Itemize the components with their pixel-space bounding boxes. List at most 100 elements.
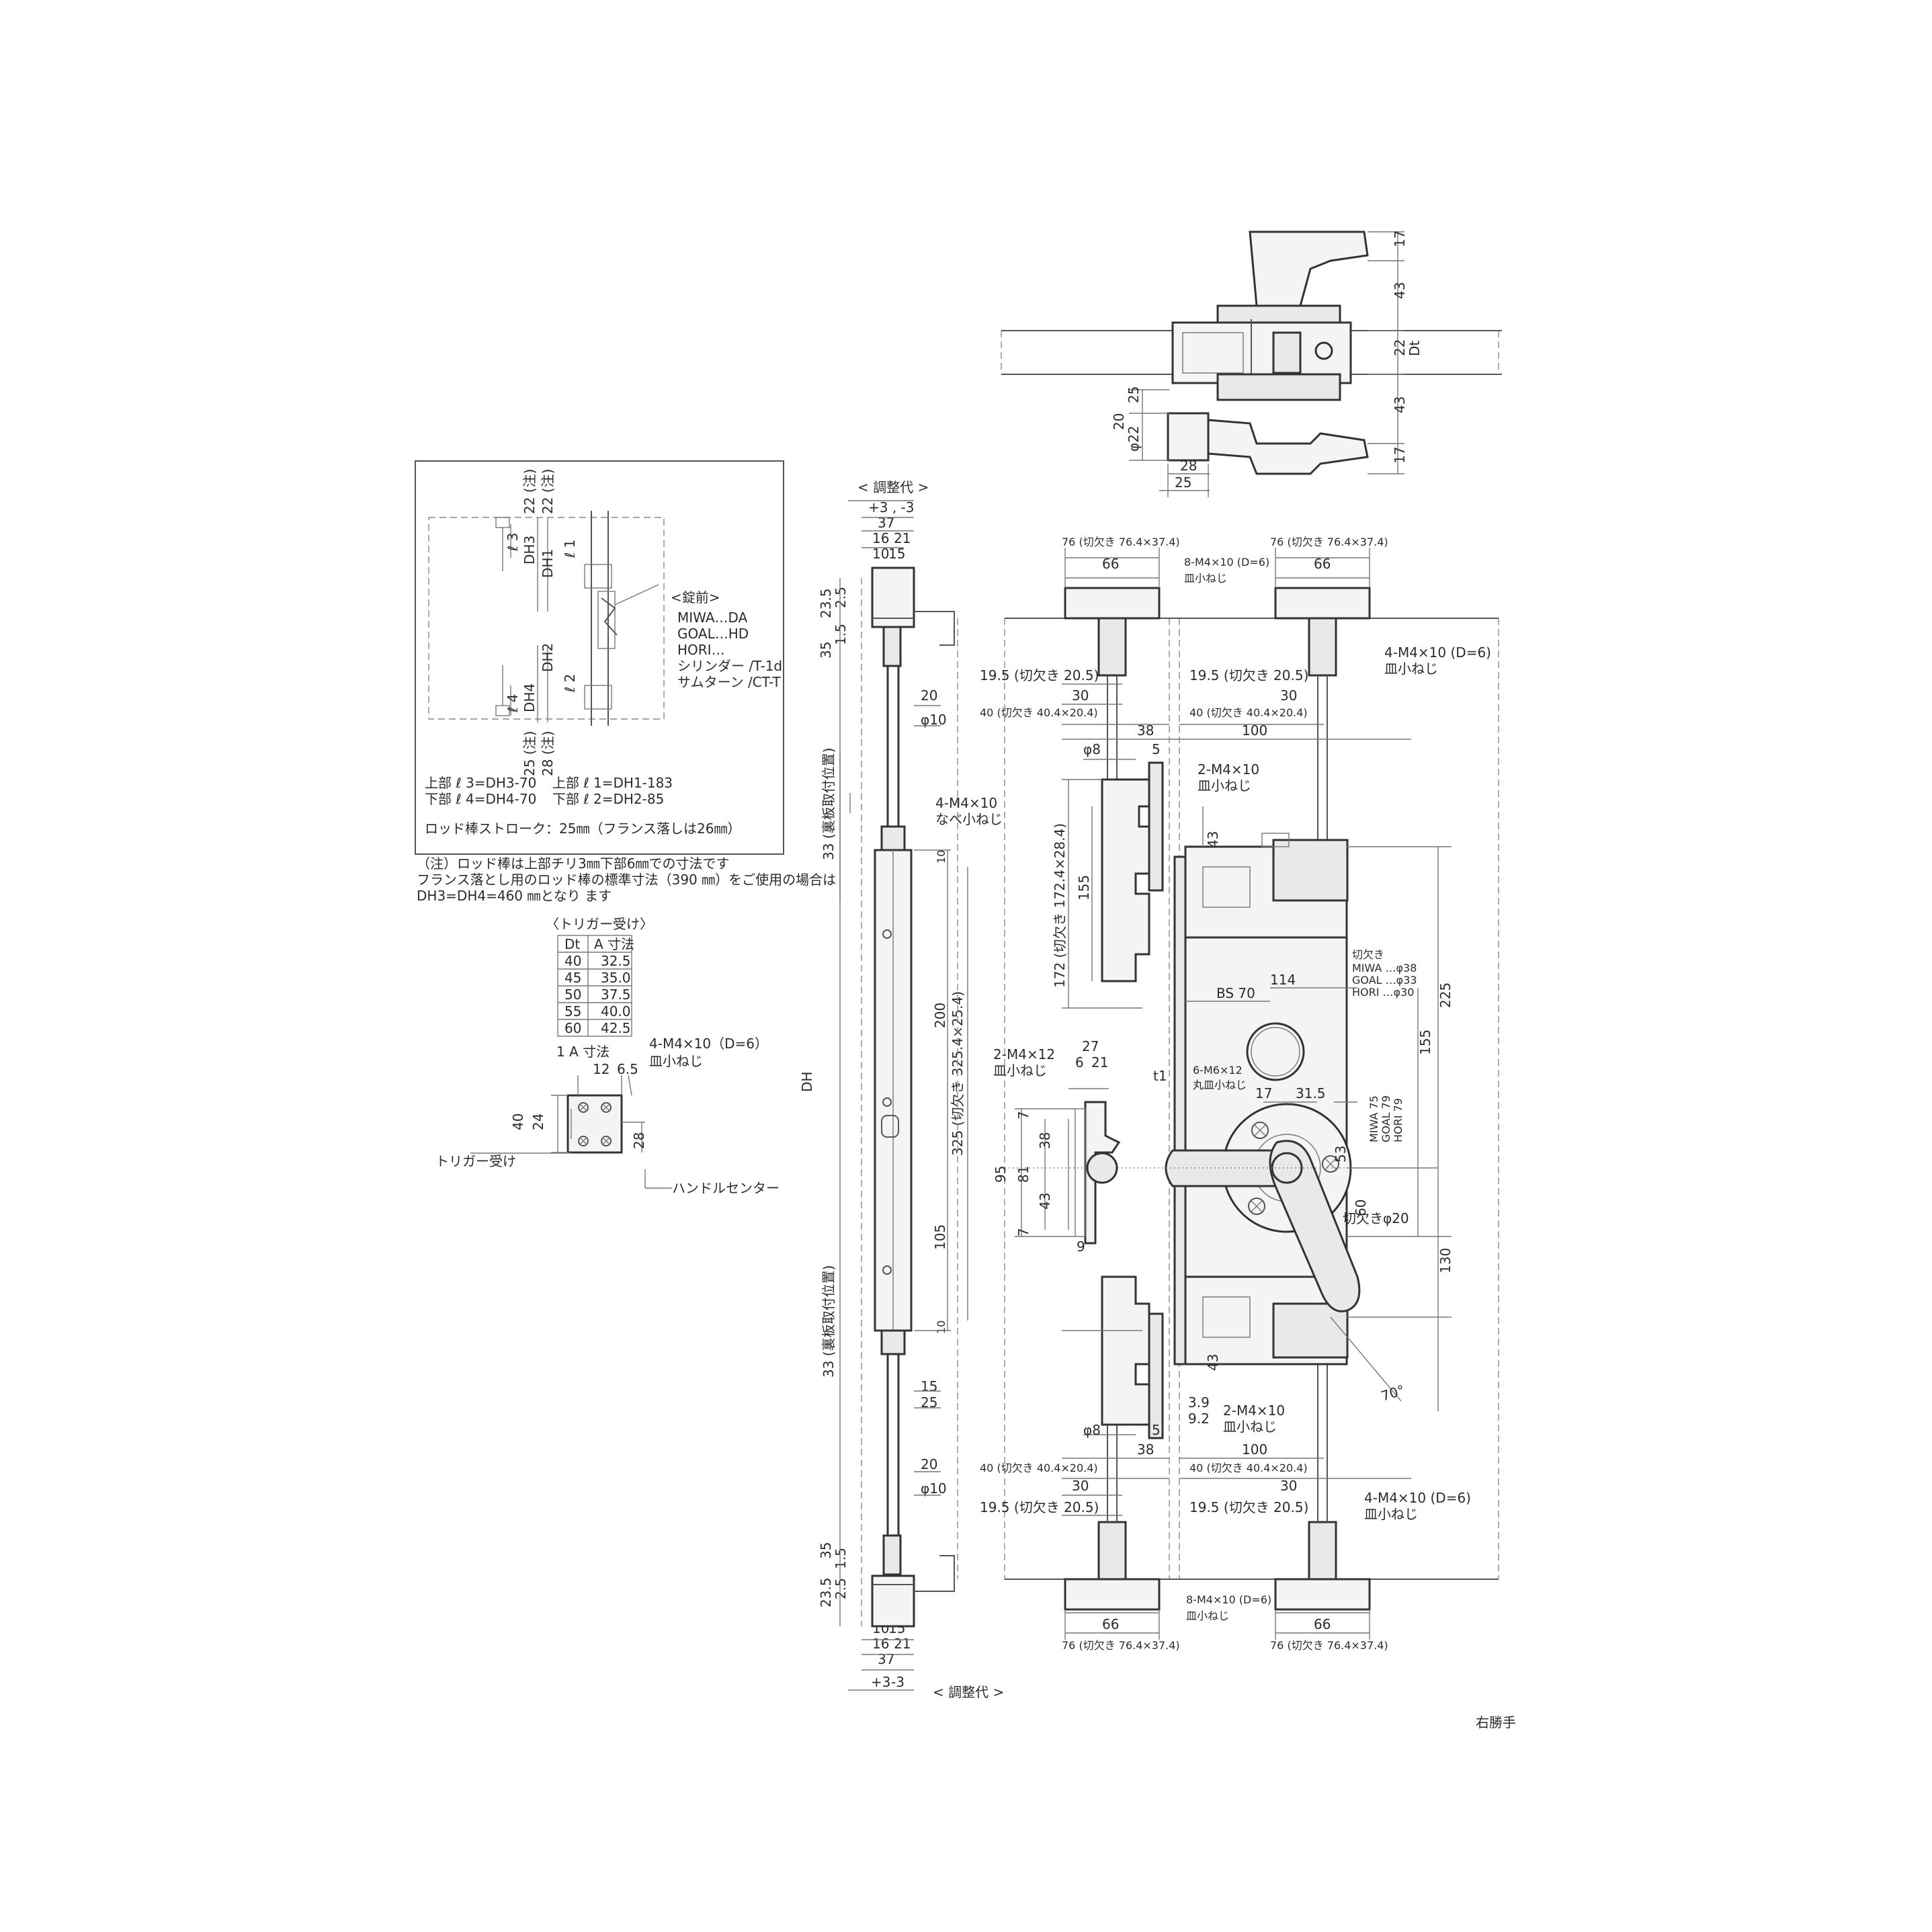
d43-top: 43 [1205, 831, 1221, 848]
d7-top: 7 [1015, 1111, 1032, 1120]
screw6: 6-M6×12 [1193, 1064, 1243, 1077]
rod-d21-bottom: 21 [894, 1636, 911, 1652]
screw8-top-kind: 皿小ねじ [1184, 572, 1227, 585]
rod-phi10-top: φ10 [921, 712, 947, 728]
d100-top: 100 [1242, 722, 1267, 739]
d60: 60 [1353, 1200, 1369, 1216]
rod-d200: 200 [932, 1003, 948, 1028]
rod-d105: 105 [932, 1224, 948, 1250]
d92: 9.2 [1188, 1411, 1210, 1427]
note-line-3: DH3=DH4=460 ㎜となり ます [417, 888, 612, 904]
bs70: BS 70 [1216, 985, 1255, 1001]
d100-bottom: 100 [1242, 1441, 1267, 1458]
screw2-top: 2-M4×10 [1198, 761, 1259, 778]
d130: 130 [1437, 1248, 1454, 1273]
rod-screw-kind: なべ小ねじ [935, 811, 1003, 827]
screw2-top-kind: 皿小ねじ [1198, 778, 1251, 794]
screw4-top-kind: 皿小ねじ [1384, 661, 1438, 677]
trigger-header-dt: Dt [564, 936, 580, 952]
top-d22: 22 [1392, 339, 1408, 356]
inset-dh1-label: DH1 [540, 549, 556, 578]
d66-br: 66 [1314, 1616, 1331, 1632]
d17: 17 [1255, 1085, 1272, 1101]
flange-tr: 76 (切欠き 76.4×37.4) [1270, 536, 1388, 548]
inset-top-dim-1: 22 (注) [521, 469, 538, 514]
d38-side: 38 [1037, 1132, 1053, 1149]
d40-br: 40 (切欠き 40.4×20.4) [1189, 1462, 1308, 1474]
d30-tl: 30 [1072, 687, 1089, 704]
d155-left: 155 [1076, 875, 1092, 900]
note-line-1: （注）ロッド棒は上部チリ3㎜下部6㎜での寸法です [417, 855, 729, 872]
d30-bl: 30 [1072, 1478, 1089, 1494]
d21: 21 [1091, 1054, 1108, 1070]
trigger-label: トリガー受け [435, 1153, 516, 1169]
trigger-screw: 4-M4×10（D=6） [649, 1036, 768, 1052]
inset-dh2-label: DH2 [540, 643, 556, 672]
inset-l4-label: ℓ 4 [505, 694, 521, 713]
rod-adjust-bottom: < 調整代 > [933, 1684, 1004, 1700]
top-view [1001, 230, 1502, 497]
d5-top: 5 [1152, 741, 1161, 757]
trigger-row-3-a: 37.5 [601, 986, 631, 1003]
lock-front-list: <錠前> MIWA…DA GOAL…HD HORI… シリンダー /T-1d サ… [671, 589, 782, 690]
cutout-goal: GOAL …φ33 [1352, 974, 1417, 986]
lock-front-item-2: GOAL…HD [677, 626, 749, 642]
d195-bl: 19.5 (切欠き 20.5) [980, 1499, 1099, 1515]
rod-d235-top: 23.5 [818, 588, 834, 618]
d225: 225 [1437, 982, 1454, 1008]
d30-tr: 30 [1280, 687, 1297, 704]
d195-tr: 19.5 (切欠き 20.5) [1189, 667, 1308, 683]
rod-d16-top: 16 [872, 530, 889, 546]
screw-icon [1248, 1122, 1339, 1215]
rod-mount-pos-bottom: 33 (裏板取付位置) [821, 1265, 837, 1378]
d195-tl: 19.5 (切欠き 20.5) [980, 667, 1099, 683]
d40-tr: 40 (切欠き 40.4×20.4) [1189, 706, 1308, 719]
screw6-kind: 丸皿小ねじ [1193, 1079, 1247, 1091]
d7-bottom: 7 [1015, 1228, 1032, 1236]
flange-tl: 76 (切欠き 76.4×37.4) [1062, 536, 1180, 548]
trigger-row-3-dt: 50 [564, 986, 581, 1003]
trigger-row-4-dt: 55 [564, 1003, 581, 1019]
lock-front-title: <錠前> [671, 589, 720, 605]
rod-d21-top: 21 [894, 530, 911, 546]
top-d17b: 17 [1392, 447, 1408, 464]
screw2-bottom-kind: 皿小ねじ [1223, 1419, 1277, 1435]
rod-d15b-bottom: 1.5 [833, 1548, 849, 1569]
d155-right: 155 [1417, 1030, 1433, 1055]
formula-upper-l1: 上部 ℓ 1=DH1-183 [552, 775, 673, 791]
inset-dh3-label: DH3 [521, 536, 538, 564]
rod-d25-top: 2.5 [833, 587, 849, 608]
d6: 6 [1075, 1054, 1084, 1070]
cutout-hori: HORI …φ30 [1352, 986, 1414, 999]
rod-phi10-bottom: φ10 [921, 1480, 947, 1497]
top-d25b: 25 [1175, 474, 1191, 491]
handle-center-label: ハンドルセンター [672, 1180, 780, 1196]
trigger-row-1-dt: 40 [564, 953, 581, 969]
screw4-top: 4-M4×10 (D=6) [1384, 644, 1491, 661]
d53: 53 [1333, 1146, 1349, 1163]
screw4-bottom-kind: 皿小ねじ [1364, 1506, 1418, 1522]
d66-tl: 66 [1102, 556, 1119, 572]
rod-mount-pos-top: 33 (裏板取付位置) [821, 748, 837, 860]
screw2-12-kind: 皿小ねじ [993, 1062, 1047, 1079]
flange-br: 76 (切欠き 76.4×37.4) [1270, 1639, 1388, 1652]
trigger-header-a: A 寸法 [594, 936, 634, 952]
phi8-top: φ8 [1083, 741, 1101, 757]
trigger-row-4-a: 40.0 [601, 1003, 631, 1019]
rod-d25-bottom: 2.5 [833, 1578, 849, 1599]
trigger-d65: 6.5 [617, 1061, 638, 1077]
cutout-miwa: MIWA …φ38 [1352, 962, 1417, 974]
top-d28: 28 [1180, 458, 1197, 474]
inset-top-dim-2: 22 (注) [540, 469, 556, 514]
top-d20: 20 [1111, 413, 1127, 430]
screw8-bottom: 8-M4×10 (D=6) [1186, 1593, 1271, 1606]
rod-d20-top: 20 [921, 687, 937, 704]
rod-d235-bottom: 23.5 [818, 1577, 834, 1607]
d38-bottom: 38 [1137, 1441, 1154, 1458]
trigger-row-5-dt: 60 [564, 1020, 581, 1036]
trigger-row-2-a: 35.0 [601, 970, 631, 986]
angle-70: 70° [1379, 1382, 1406, 1404]
phi8-bottom: φ8 [1083, 1422, 1101, 1438]
cutout-title: 切欠き [1352, 948, 1384, 961]
